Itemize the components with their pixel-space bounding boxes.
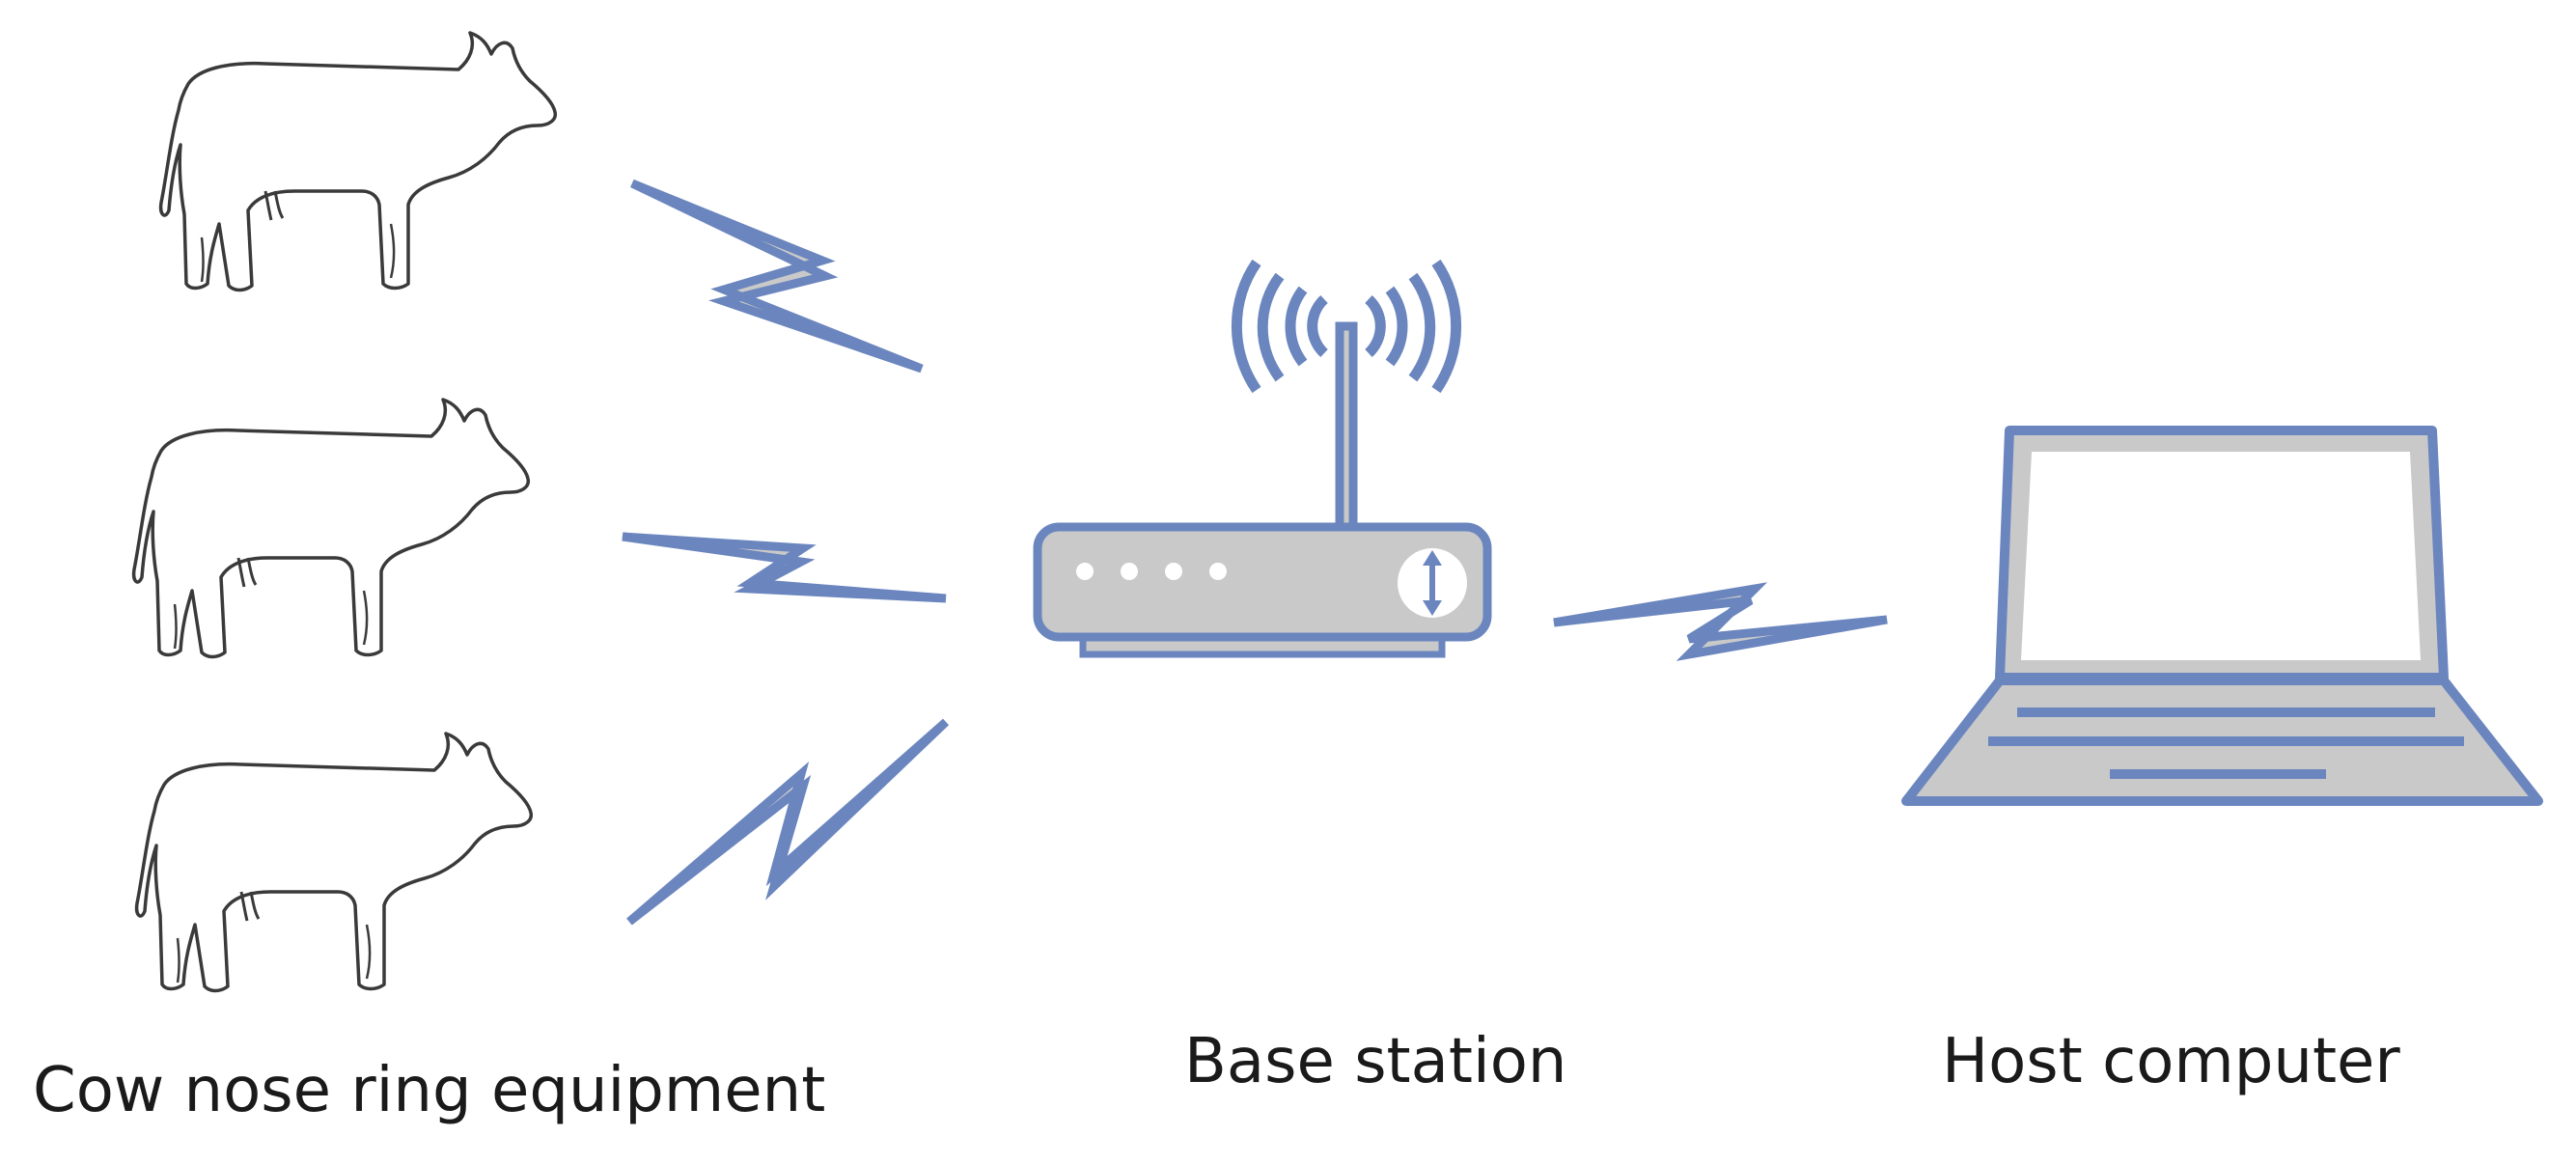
laptop-icon	[1901, 426, 2543, 806]
router-icon	[1033, 259, 1492, 658]
lightning-signal-icon	[1553, 582, 1888, 661]
up-down-arrow-icon	[1398, 548, 1467, 618]
label-cow-nose-ring-equipment: Cow nose ring equipment	[33, 1055, 826, 1126]
indicator-light	[1121, 563, 1138, 580]
cow-icon	[134, 732, 534, 993]
indicator-light	[1076, 563, 1094, 580]
indicator-light	[1165, 563, 1182, 580]
indicator-light	[1209, 563, 1227, 580]
cow-icon	[131, 398, 531, 659]
label-host-computer: Host computer	[1942, 1026, 2400, 1097]
wifi-waves-icon	[1231, 259, 1462, 394]
label-base-station: Base station	[1184, 1026, 1567, 1097]
lightning-signal-icon	[630, 179, 924, 374]
lightning-signal-icon	[622, 532, 947, 603]
lightning-signal-icon	[626, 718, 950, 926]
cow-icon	[158, 31, 558, 292]
